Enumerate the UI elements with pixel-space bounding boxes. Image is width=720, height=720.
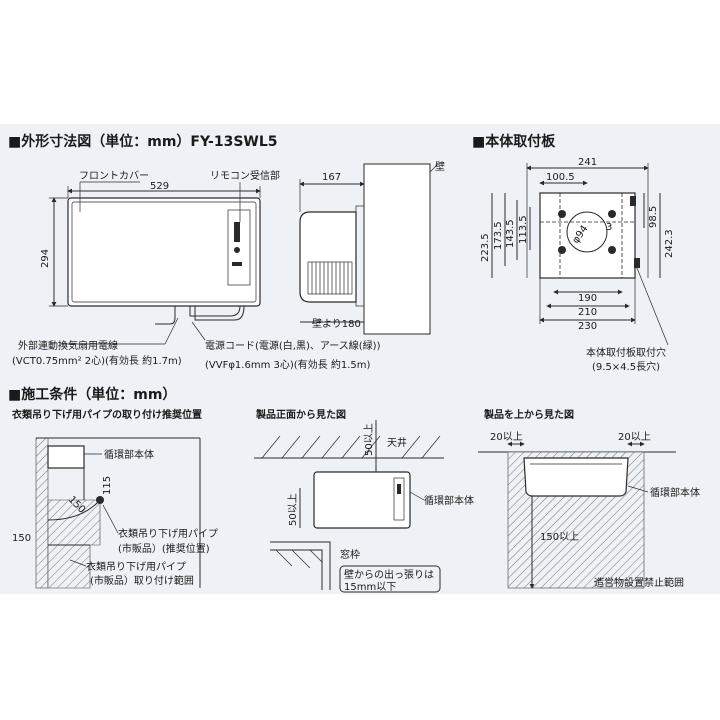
ext-cable-label-1: 外部連動換気扇用電線: [18, 339, 118, 352]
protrusion-note-1: 壁からの出っ張りは: [344, 568, 434, 581]
unit-top-view: [47, 445, 85, 469]
pipe-label-2: (市販品）(推奨位置): [118, 542, 210, 555]
top-overall-dim: 241: [578, 157, 597, 168]
condition-3-title: 製品を上から見た図: [483, 408, 574, 421]
dim-left-clearance: 20以上: [490, 431, 523, 443]
ceiling-label: 天井: [387, 436, 407, 449]
front-cover-label: フロントカバー: [79, 170, 149, 182]
brand-mark: [232, 262, 242, 266]
left-dim-4: 113.5: [518, 215, 529, 244]
wall-label: 壁: [435, 160, 445, 173]
dimensions-heading: ■外形寸法図（単位：mm）FY-13SWL5: [8, 134, 278, 150]
power-cord-label-2: (VVFφ1.6mm 3心)(有効長 約1.5m): [205, 358, 370, 371]
pipe-arc: [47, 499, 101, 521]
protrusion-note-box: [339, 565, 441, 593]
top-offset-dim: 100.5: [546, 172, 575, 183]
left-dim-2: 173.5: [493, 221, 504, 250]
range-label-2: (市販品）取り付け範囲: [90, 574, 194, 587]
power-cord-label-1: 電源コード(電源(白,黒)、アース線(緑)): [205, 339, 381, 352]
bottom-dim-1: 190: [578, 293, 597, 304]
ext-cable-line: [155, 306, 176, 325]
depth-dim-text: 167: [322, 172, 341, 183]
bottom-dim-2: 210: [578, 307, 597, 318]
condition-front-view: 製品正面から見た図 天井 50以上 循環部本体 50以上 窓枠 壁からの出っ張り…: [254, 408, 474, 593]
remote-receiver-label: リモコン受信部: [210, 169, 280, 182]
window-frame-label: 窓枠: [340, 548, 360, 561]
dim-150: 150: [12, 533, 31, 544]
cond1-unit-label: 循環部本体: [104, 448, 154, 461]
mount-plate-heading: ■本体取付板: [472, 134, 556, 150]
unit-side-body: [299, 211, 357, 303]
protrusion-note-2: 15mm以下: [344, 582, 396, 593]
hole-label-2: (9.5×4.5長穴): [592, 360, 660, 373]
front-view: 529 294 フロントカバー リモコン受信部 外部連動換気扇用電線 (VCT0…: [12, 169, 381, 371]
bottom-dim-3: 230: [578, 321, 597, 332]
cond2-unit-label: 循環部本体: [424, 494, 474, 507]
hole-label-1: 本体取付板取付穴: [586, 346, 666, 359]
pipe-label-1: 衣類吊り下げ用パイプ: [118, 527, 218, 540]
mount-plate-outline: [539, 192, 636, 279]
unit-front-small: [313, 471, 411, 529]
remote-receiver-panel: [227, 209, 251, 286]
circle-num-text: 3: [606, 222, 612, 233]
unit-front-body: [67, 197, 261, 307]
width-dim-text: 529: [150, 181, 169, 192]
cond3-unit-label: 循環部本体: [650, 486, 700, 499]
from-wall-text: 壁より180: [312, 317, 361, 330]
right-dim-2: 242.3: [664, 229, 675, 258]
condition-2-title: 製品正面から見た図: [255, 408, 346, 421]
power-cord-line: [189, 305, 241, 317]
condition-1-title: 衣類吊り下げ用パイプの取り付け推奨位置: [12, 408, 202, 421]
height-dim-text: 294: [40, 249, 51, 268]
range-label-1: 衣類吊り下げ用パイプ: [86, 560, 186, 573]
left-dim-3: 143.5: [505, 219, 516, 248]
dim-bottom-text: 50以上: [287, 493, 299, 526]
side-wall-hatch: [35, 437, 49, 589]
dim-115: 115: [102, 476, 113, 495]
pipe-range-hatch: [47, 499, 101, 589]
condition-top-view: 製品を上から見た図 20以上 20以上 循環部本体 150以上 造営物設置禁止範…: [478, 408, 700, 589]
side-view: 壁 167 壁より180: [299, 160, 445, 335]
dim-right-clearance: 20以上: [618, 431, 651, 443]
front-cover-outline: [71, 201, 257, 303]
window-frame-line: [270, 541, 331, 590]
dim-top-text: 50以上: [363, 423, 375, 456]
dim-depth-text: 150以上: [540, 531, 579, 543]
wall: [363, 163, 431, 335]
duct-circle: [566, 211, 608, 253]
no-obstacle-label: 造営物設置禁止範囲: [594, 576, 684, 589]
display-indicator: [234, 222, 240, 242]
receiver-sensor: [234, 247, 240, 253]
ext-cable-label-2: (VCT0.75mm² 2心)(有効長 約1.7m): [12, 354, 182, 367]
right-dim-1: 98.5: [648, 206, 659, 228]
mount-plate-view: φ94 3 241 100.5 223.5 173.5 143.5 113.5 …: [480, 157, 675, 373]
unit-top-small: [523, 457, 629, 497]
condition-pipe-view: 衣類吊り下げ用パイプの取り付け推奨位置 循環部本体 115 150 150 衣類…: [12, 408, 218, 589]
pipe-point: [96, 496, 104, 504]
mount-bracket: [355, 205, 365, 307]
conditions-heading: ■施工条件（単位：mm）: [8, 387, 177, 403]
left-dim-1: 223.5: [480, 233, 491, 262]
intake-grille: [307, 261, 353, 295]
